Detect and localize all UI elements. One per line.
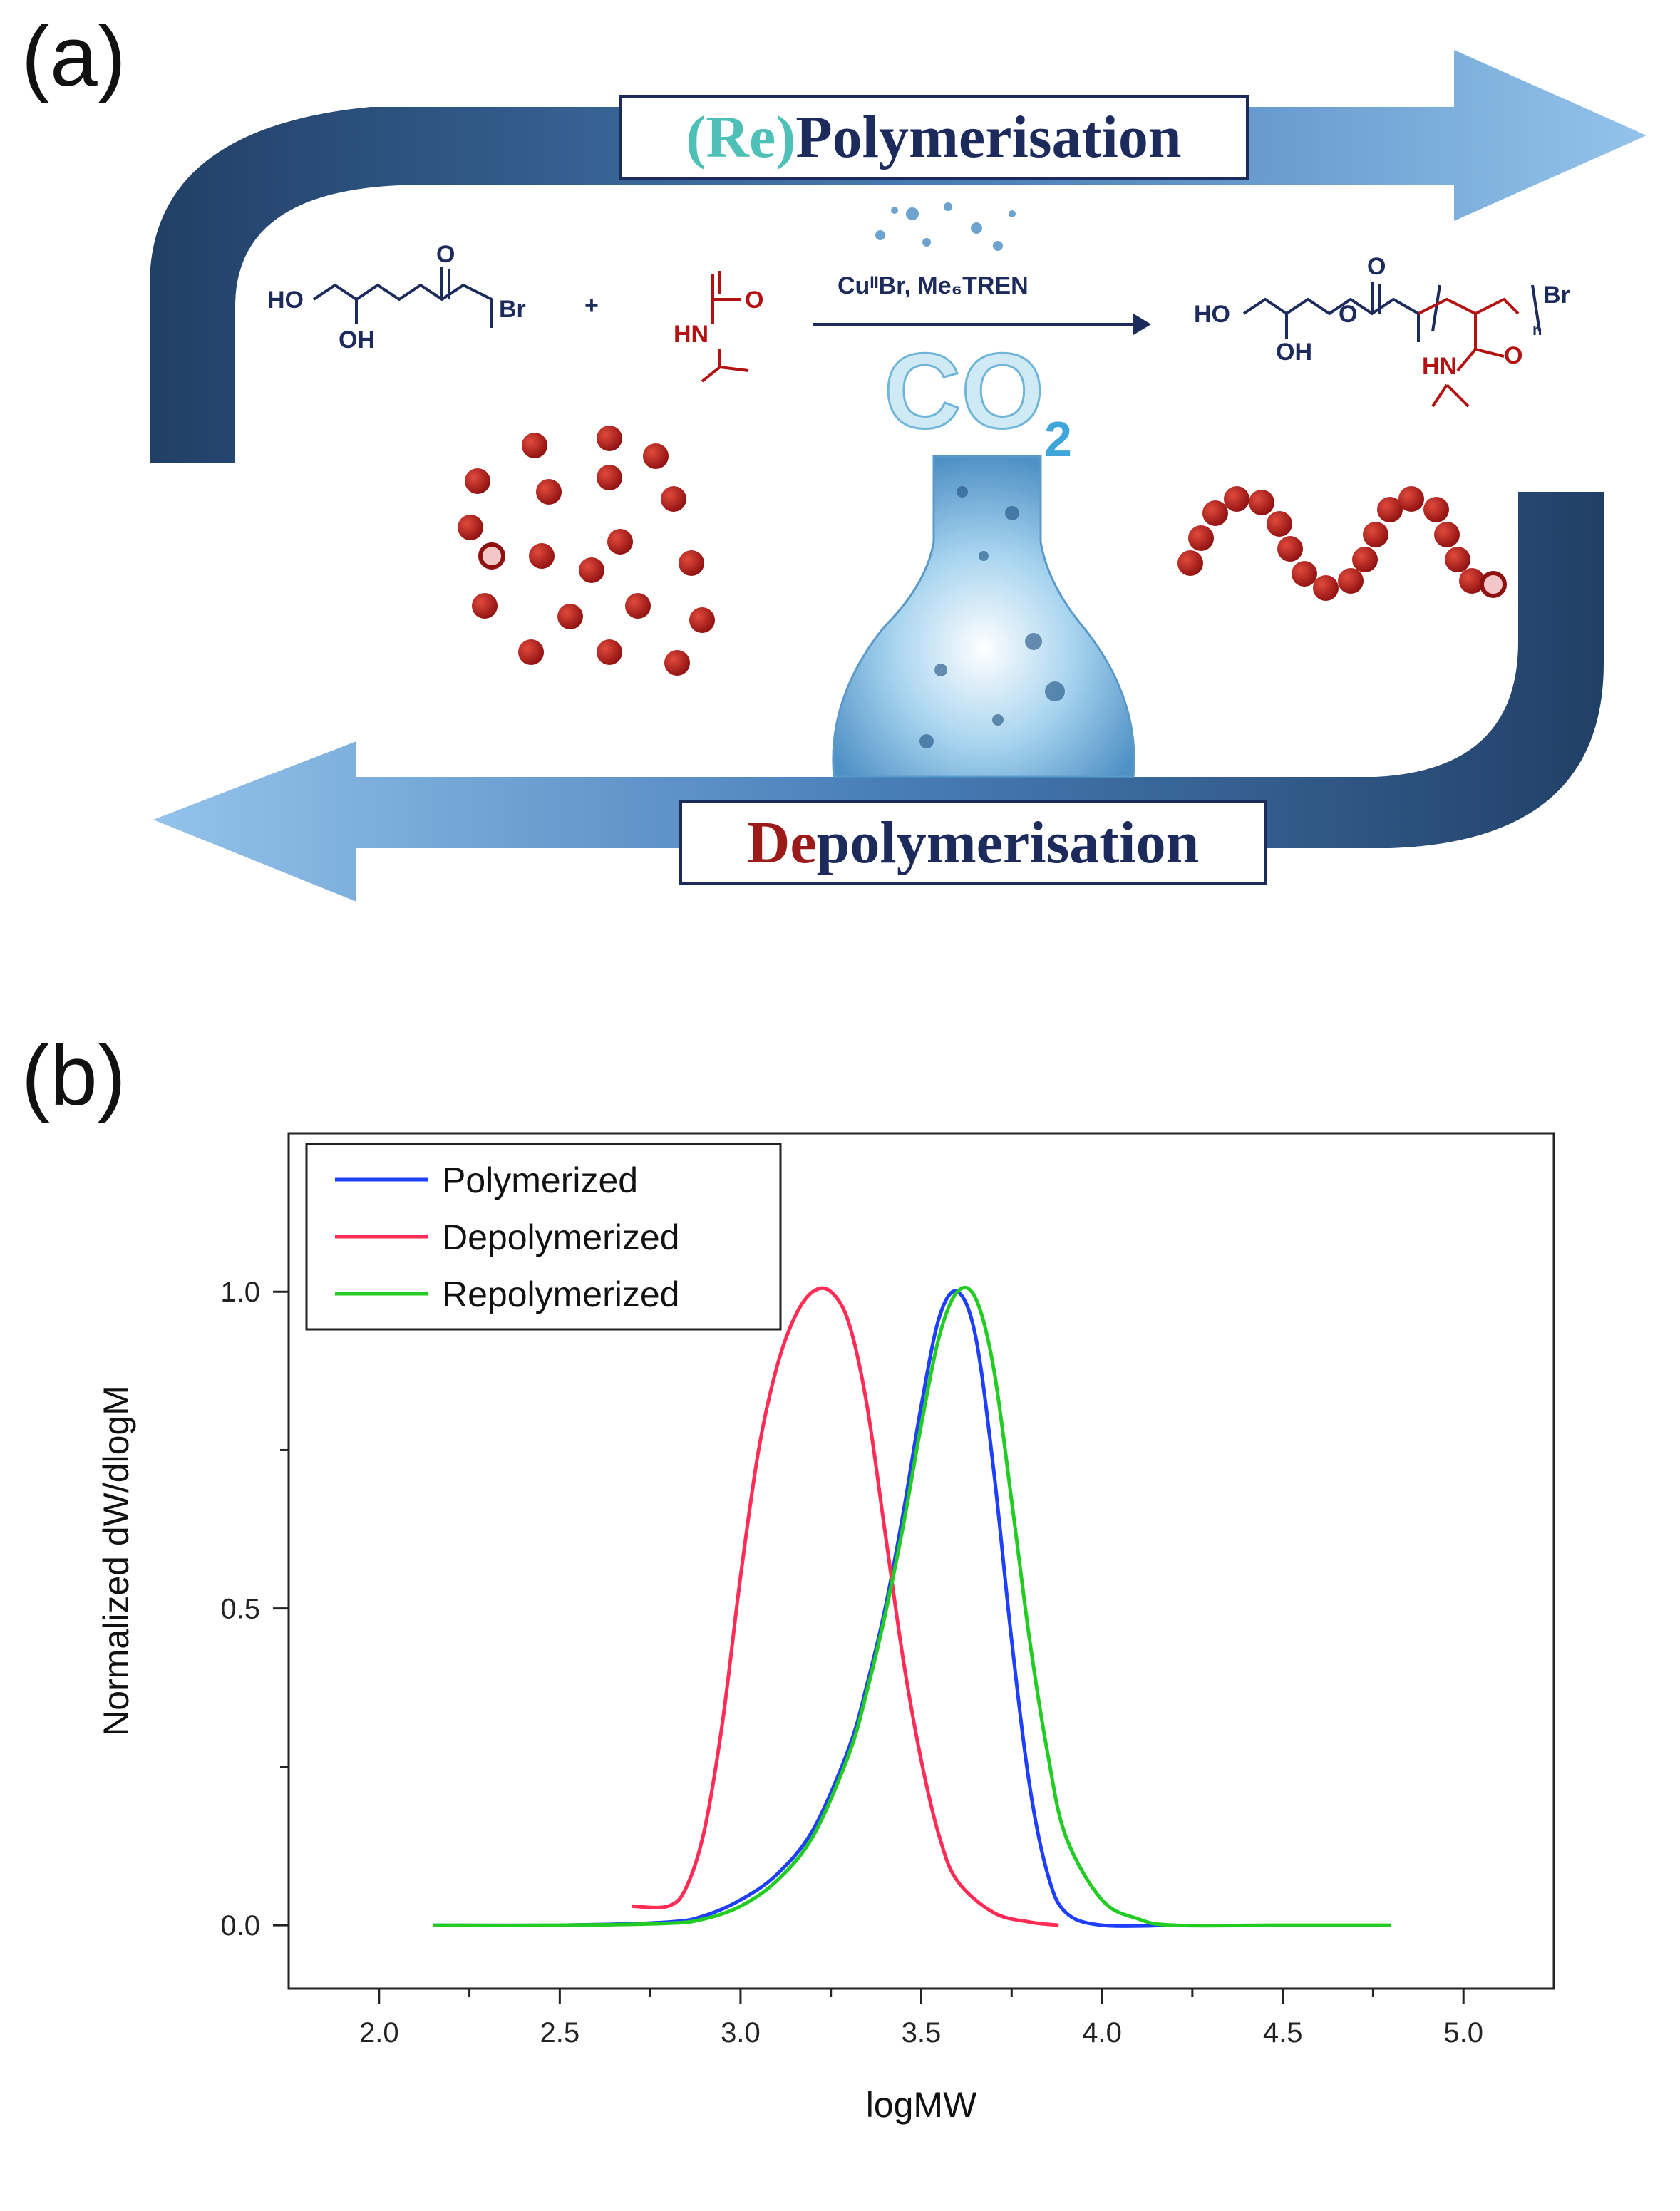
series-line-depolymerized: [632, 1286, 1059, 1927]
y-tick-label: 0.5: [220, 1594, 260, 1625]
x-tick-label: 2.5: [540, 2017, 580, 2048]
product-br: Br: [1543, 282, 1570, 309]
x-tick-label: 4.0: [1082, 2017, 1122, 2048]
top-cycle-arrow: [150, 50, 1646, 463]
initiator-br: Br: [499, 296, 526, 323]
reagent-label: CuᴵᴵBr, Me₆TREN: [838, 272, 1029, 299]
initiator-o: O: [436, 241, 455, 268]
polymerisation-scheme: (a) (Re)Polymerisation Depolymerisation …: [21, 9, 1646, 902]
product-red-segment: [1418, 297, 1520, 408]
plot-axes: 2.0 2.5 3.0 3.5 4.0 4.5 5.0 0.0 0.5 1.0: [220, 1132, 1555, 2048]
bottom-cycle-arrow: [153, 492, 1604, 902]
product-o2: O: [1367, 253, 1386, 280]
x-axis-title: logMW: [866, 2085, 977, 2125]
bottle-icon: [832, 455, 1135, 778]
product-structure: [1242, 282, 1541, 342]
y-tick-label: 0.0: [220, 1910, 260, 1942]
panel-b-label: (b): [21, 1028, 126, 1123]
polymerisation-label-box: [619, 95, 1249, 180]
initiator-structure: [312, 267, 493, 328]
x-tick-label: 2.0: [359, 2017, 399, 2048]
co2-label: CO2: [884, 331, 1072, 467]
polymerisation-label: (Re)Polymerisation: [686, 104, 1181, 170]
monomer-o: O: [745, 287, 763, 314]
co2-bubbles: [875, 202, 1016, 251]
product-o3: O: [1504, 342, 1522, 369]
product-n: n: [1532, 321, 1542, 339]
legend-label-polymerized: Polymerized: [442, 1160, 638, 1200]
x-tick-label: 3.5: [902, 2017, 942, 2048]
monomer-beads: [458, 426, 715, 676]
depolymerisation-label-box: [679, 800, 1267, 885]
gpc-chart: (b) 2.0 2.5 3.0 3.5 4.0 4.5 5.0 0.0 0.5 1.0 Polym…: [21, 1028, 1555, 2125]
series-line-polymerized: [433, 1289, 1175, 1928]
series-line-repolymerized: [433, 1285, 1391, 1928]
series-layer: [433, 1285, 1391, 1928]
polymer-chain-beads: [1177, 486, 1507, 601]
legend-label-depolymerized: Depolymerized: [442, 1217, 679, 1257]
y-axis-title: Normalized dW/dlogM: [96, 1386, 136, 1736]
initiator-oh: OH: [339, 326, 375, 354]
product-hn: HN: [1422, 353, 1457, 380]
product-oh: OH: [1276, 339, 1312, 366]
x-tick-label: 5.0: [1443, 2017, 1483, 2048]
y-tick-label: 1.0: [220, 1277, 260, 1308]
initiator-ho: HO: [267, 287, 304, 314]
x-tick-label: 4.5: [1263, 2017, 1303, 2048]
monomer-structure: [701, 271, 749, 383]
product-o1: O: [1339, 301, 1357, 328]
legend-label-repolymerized: Repolymerized: [442, 1274, 679, 1314]
monomer-hn: HN: [674, 321, 708, 348]
product-ho: HO: [1194, 301, 1230, 328]
plus-sign: +: [584, 292, 599, 319]
x-tick-label: 3.0: [721, 2017, 761, 2048]
depolymerisation-label: Depolymerisation: [747, 810, 1200, 876]
bottle-bubbles-icon: [919, 486, 1065, 748]
reaction-arrowhead: [1133, 314, 1151, 335]
panel-a-label: (a): [21, 9, 126, 104]
